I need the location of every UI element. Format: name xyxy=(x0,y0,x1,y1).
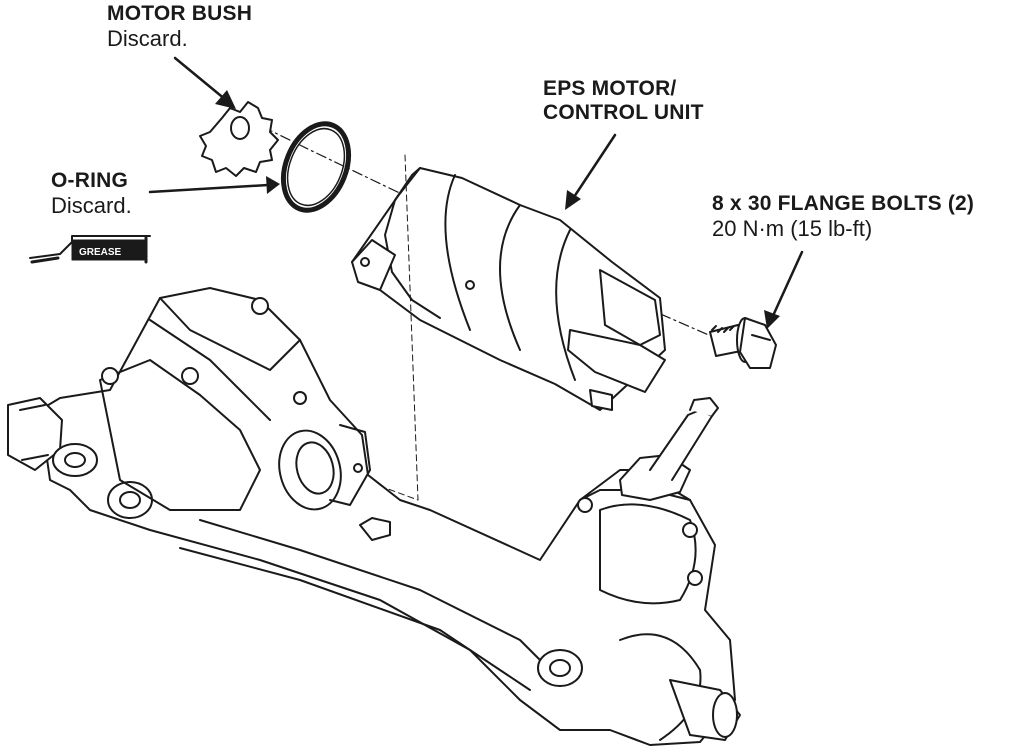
motor-bush-title: MOTOR BUSH xyxy=(107,2,253,25)
eps-motor-line1: EPS MOTOR/ xyxy=(543,77,677,100)
grease-gun-icon xyxy=(29,235,151,264)
o-ring-note: Discard. xyxy=(51,193,132,219)
flange-bolts-title: 8 x 30 FLANGE BOLTS (2) xyxy=(712,192,975,215)
motor-bush-note: Discard. xyxy=(107,26,188,52)
eps-motor-unit-part xyxy=(351,167,666,411)
grease-icon-text: GREASE xyxy=(79,247,122,258)
o-ring-label: O-RING Discard. xyxy=(51,169,132,218)
eps-motor-label: EPS MOTOR/ CONTROL UNIT xyxy=(543,77,704,125)
motor-bush-label: MOTOR BUSH Discard. xyxy=(107,2,252,51)
steering-gearbox-rack-part xyxy=(7,287,741,746)
flange-bolts-leader xyxy=(770,250,804,320)
motor-bush-leader xyxy=(173,56,228,102)
o-ring-part xyxy=(280,121,352,213)
o-ring-leader xyxy=(148,183,270,194)
flange-bolts-torque: 20 N·m (15 lb-ft) xyxy=(712,216,873,242)
motor-bush-part xyxy=(199,101,279,177)
eps-motor-line2: CONTROL UNIT xyxy=(543,101,704,125)
eps-motor-leader xyxy=(570,133,617,202)
leader-arrows xyxy=(148,56,804,320)
arrow-heads xyxy=(215,90,780,329)
alignment-axis xyxy=(244,117,721,341)
flange-bolts-label: 8 x 30 FLANGE BOLTS (2) 20 N·m (15 lb-ft… xyxy=(712,192,974,241)
o-ring-title: O-RING xyxy=(51,169,129,192)
flange-bolt-part xyxy=(709,317,777,369)
